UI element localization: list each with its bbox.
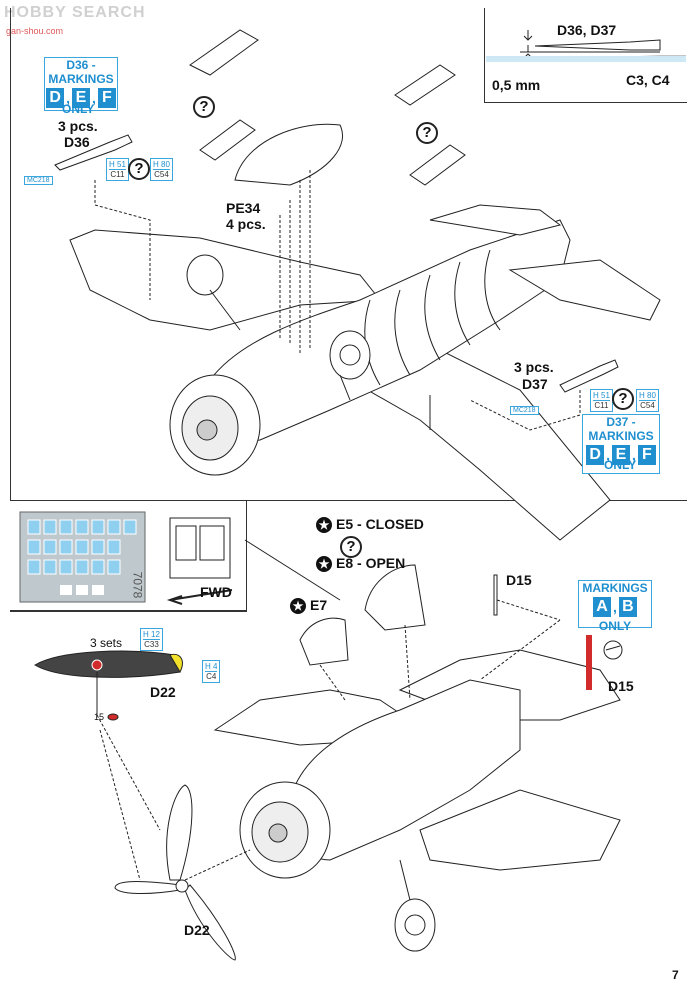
d37-markings-title: D37 - bbox=[606, 415, 636, 429]
question-mark-right: ? bbox=[416, 122, 438, 144]
d36-color-ref-1: H 51 C11 bbox=[106, 158, 129, 181]
d36-only: ONLY bbox=[62, 102, 95, 116]
d36-markings-title: D36 - bbox=[66, 58, 96, 72]
d37-qty: 3 pcs. bbox=[514, 359, 554, 375]
watermark-title: HOBBY SEARCH bbox=[4, 4, 146, 21]
d36-qty: 3 pcs. bbox=[58, 118, 98, 134]
d37-letter-d: D bbox=[586, 445, 605, 465]
d37-letter-f: F bbox=[637, 445, 656, 465]
d36-letter-e: E bbox=[72, 88, 90, 108]
d15-part-detail: D15 bbox=[608, 678, 634, 694]
prop-sets: 3 sets bbox=[90, 636, 123, 650]
prop-part: D22 bbox=[150, 684, 176, 700]
inset-dimension: 0,5 mm bbox=[492, 77, 541, 93]
upper-panel-frame bbox=[10, 8, 687, 501]
d37-letter-e: E bbox=[612, 445, 630, 465]
d15-only: ONLY bbox=[598, 619, 632, 633]
prop-decal-number: 15 bbox=[94, 712, 105, 722]
d15-letter-a: A bbox=[593, 597, 612, 617]
fwd-label: FWD bbox=[200, 584, 232, 600]
inset-parts-ref: C3, C4 bbox=[626, 72, 670, 88]
d36-part: D36 bbox=[64, 134, 90, 150]
mask-inset-frame bbox=[10, 500, 247, 612]
pe34-qty: 4 pcs. bbox=[226, 216, 266, 232]
d15-markings-word: MARKINGS bbox=[582, 581, 648, 595]
d36-letter-d: D bbox=[46, 88, 65, 108]
inset-panel-frame bbox=[484, 8, 687, 103]
d36-mc-code: MC218 bbox=[24, 176, 53, 185]
star-icon: ★ bbox=[316, 556, 332, 573]
d36-markings-word: MARKINGS bbox=[48, 72, 114, 86]
prop-color-ref-1: H 12 C33 bbox=[140, 628, 163, 651]
d37-color-ref-1: H 51 C11 bbox=[590, 389, 613, 412]
page-number: 7 bbox=[672, 968, 679, 982]
d37-mc-code: MC218 bbox=[510, 406, 539, 415]
d37-part: D37 bbox=[522, 376, 548, 392]
mask-code: 7078 bbox=[130, 571, 145, 599]
star-icon: ★ bbox=[316, 517, 332, 534]
d37-markings-box: D37 - MARKINGS D, E, F bbox=[582, 414, 660, 474]
d37-markings-word: MARKINGS bbox=[588, 429, 654, 443]
prop-part-bottom: D22 bbox=[184, 922, 210, 938]
d15-part: D15 bbox=[506, 572, 532, 588]
e5-closed-label: ★E5 - CLOSED bbox=[316, 516, 424, 534]
d36-question-mark: ? bbox=[128, 158, 150, 180]
prop-color-ref-2: H 4 C4 bbox=[202, 660, 221, 683]
d36-letter-f: F bbox=[97, 88, 116, 108]
d37-color-ref-2: H 80 C54 bbox=[636, 389, 659, 412]
d37-question-mark: ? bbox=[612, 388, 634, 410]
lower-panel-divider bbox=[10, 610, 246, 611]
watermark-site: gan-shou.com bbox=[6, 26, 64, 36]
d36-color-ref-2: H 80 C54 bbox=[150, 158, 173, 181]
star-icon: ★ bbox=[290, 598, 306, 615]
canopy-question-mark: ? bbox=[340, 536, 362, 558]
e8-open-label: ★E8 - OPEN bbox=[316, 555, 405, 573]
d36-markings-box: D36 - MARKINGS D, E, F bbox=[44, 57, 118, 111]
e7-label: ★E7 bbox=[290, 597, 327, 615]
d37-only: ONLY bbox=[604, 458, 637, 472]
inset-part-label: D36, D37 bbox=[557, 22, 617, 38]
question-mark-left: ? bbox=[193, 96, 215, 118]
pe34-part: PE34 bbox=[226, 200, 261, 216]
d15-markings-box: MARKINGS A, B ONLY bbox=[578, 580, 652, 633]
d15-letter-b: B bbox=[618, 597, 637, 617]
